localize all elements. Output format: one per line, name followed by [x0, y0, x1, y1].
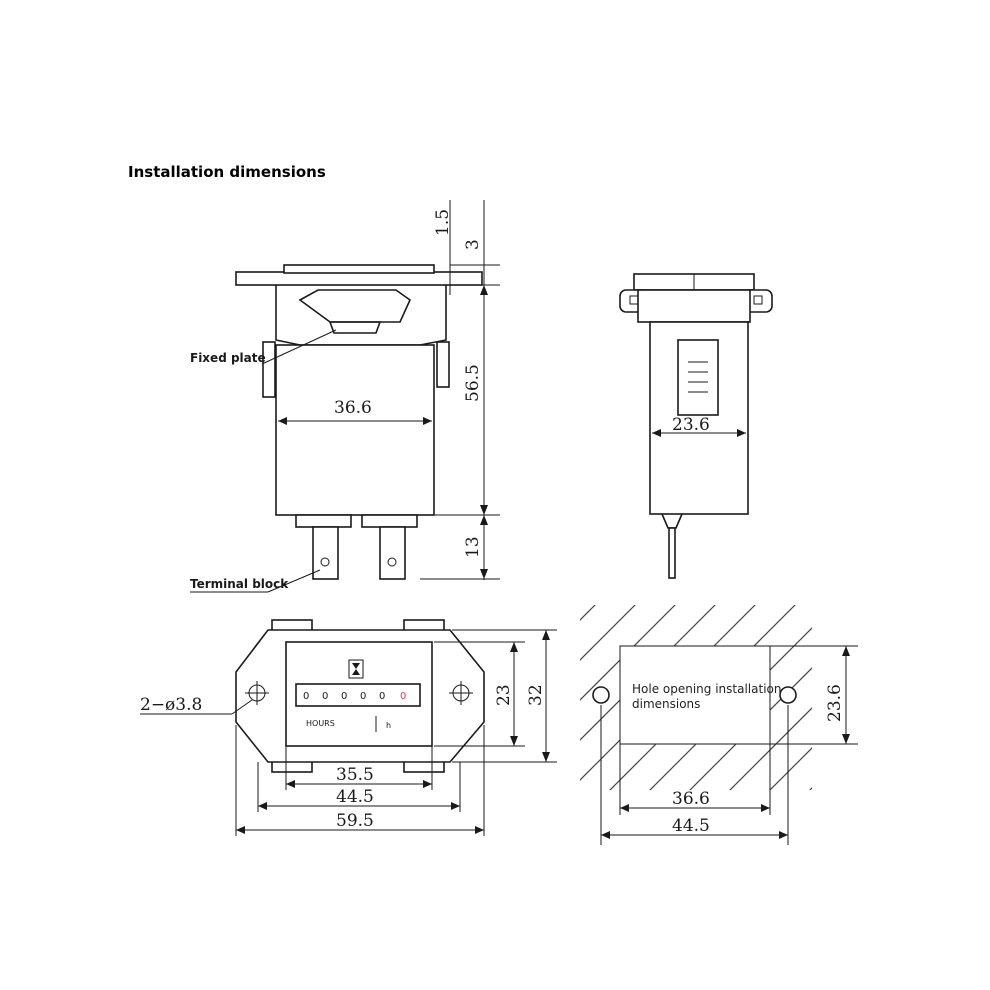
fixed-plate-leader: [261, 329, 337, 365]
side-spring-right: [436, 341, 450, 388]
counter-digit: 0: [341, 691, 347, 702]
side-bezel: [283, 264, 435, 274]
dim-front-inner-height: 23: [494, 684, 514, 706]
side-terminal-left: [312, 526, 339, 580]
side-clamp-window: [298, 289, 412, 323]
counter-digit: 0: [303, 691, 309, 702]
front-view: 0 0 0 0 0 0 HOURS h 2−ø3.8 23 32: [140, 619, 557, 836]
dim-hole-width: 36.6: [672, 789, 710, 809]
hour-symbol: h: [386, 721, 391, 730]
end-plate: [677, 339, 719, 416]
hourglass-icon: [348, 659, 364, 679]
end-clamp: [637, 289, 751, 323]
dim-side-width: 36.6: [334, 398, 372, 418]
dim-side-height: 56.5: [463, 364, 483, 402]
side-clamp: [275, 285, 447, 346]
diagram-title: Installation dimensions: [128, 163, 326, 181]
counter-digit: 0: [360, 691, 366, 702]
side-terminal-base-left: [295, 514, 352, 528]
terminal-hole-left: [320, 557, 330, 567]
counter-digit: 0: [322, 691, 328, 702]
mount-holes-leader: [231, 699, 253, 715]
side-view: 36.6 56.5 13 3 1.5 Fixed plate Terminal …: [190, 200, 500, 593]
hours-label: HOURS: [306, 719, 335, 728]
hole-note-line2: dimensions: [632, 697, 700, 711]
dim-arrows-front-vertical: [510, 630, 550, 762]
hole-note-line1: Hole opening installation: [632, 682, 781, 696]
dim-front-overall: 59.5: [336, 811, 374, 831]
panel-cutout-view: Hole opening installation dimensions 23.…: [580, 605, 858, 845]
end-terminal-base: [661, 513, 683, 529]
side-flange: [235, 271, 483, 286]
mount-holes-label: 2−ø3.8: [140, 695, 202, 715]
cutout-rectangle: [619, 645, 771, 745]
hourglass-glyph: [352, 663, 360, 675]
side-terminal-right: [379, 526, 406, 580]
dim-front-outer-height: 32: [526, 684, 546, 706]
side-spring-left: [262, 341, 276, 398]
counter-strip: [295, 683, 421, 707]
end-ear-hole-right: [753, 295, 763, 305]
dim-flange-thickness: 1.5: [433, 209, 453, 236]
dim-arrows-side-vertical: [480, 285, 488, 579]
terminal-block-leader: [267, 569, 321, 593]
dim-front-window: 35.5: [336, 765, 374, 785]
dim-hole-height: 23.6: [825, 684, 845, 722]
dim-arrows-cutout-height: [842, 646, 850, 744]
dim-hole-pitch: 44.5: [672, 816, 710, 836]
cutout-mount-hole-right: [779, 686, 797, 704]
side-clamp-tab: [328, 321, 382, 334]
end-terminal: [668, 527, 676, 579]
terminal-block-label: Terminal block: [190, 577, 289, 591]
dim-flange-offset: 3: [463, 239, 483, 250]
terminal-hole-right: [387, 557, 397, 567]
dim-front-body: 44.5: [336, 787, 374, 807]
dim-end-width: 23.6: [672, 415, 710, 435]
panel-hatching: [580, 605, 812, 790]
side-body: [275, 344, 435, 516]
counter-digit: 0: [379, 691, 385, 702]
cutout-mount-hole-left: [592, 686, 610, 704]
counter-digit-last: 0: [400, 691, 406, 702]
end-view: 23.6: [619, 273, 773, 579]
dim-terminal-length: 13: [463, 536, 483, 558]
counter-digits: 0 0 0 0 0 0: [303, 691, 406, 702]
fixed-plate-label: Fixed plate: [190, 351, 266, 365]
side-terminal-base-right: [361, 514, 418, 528]
